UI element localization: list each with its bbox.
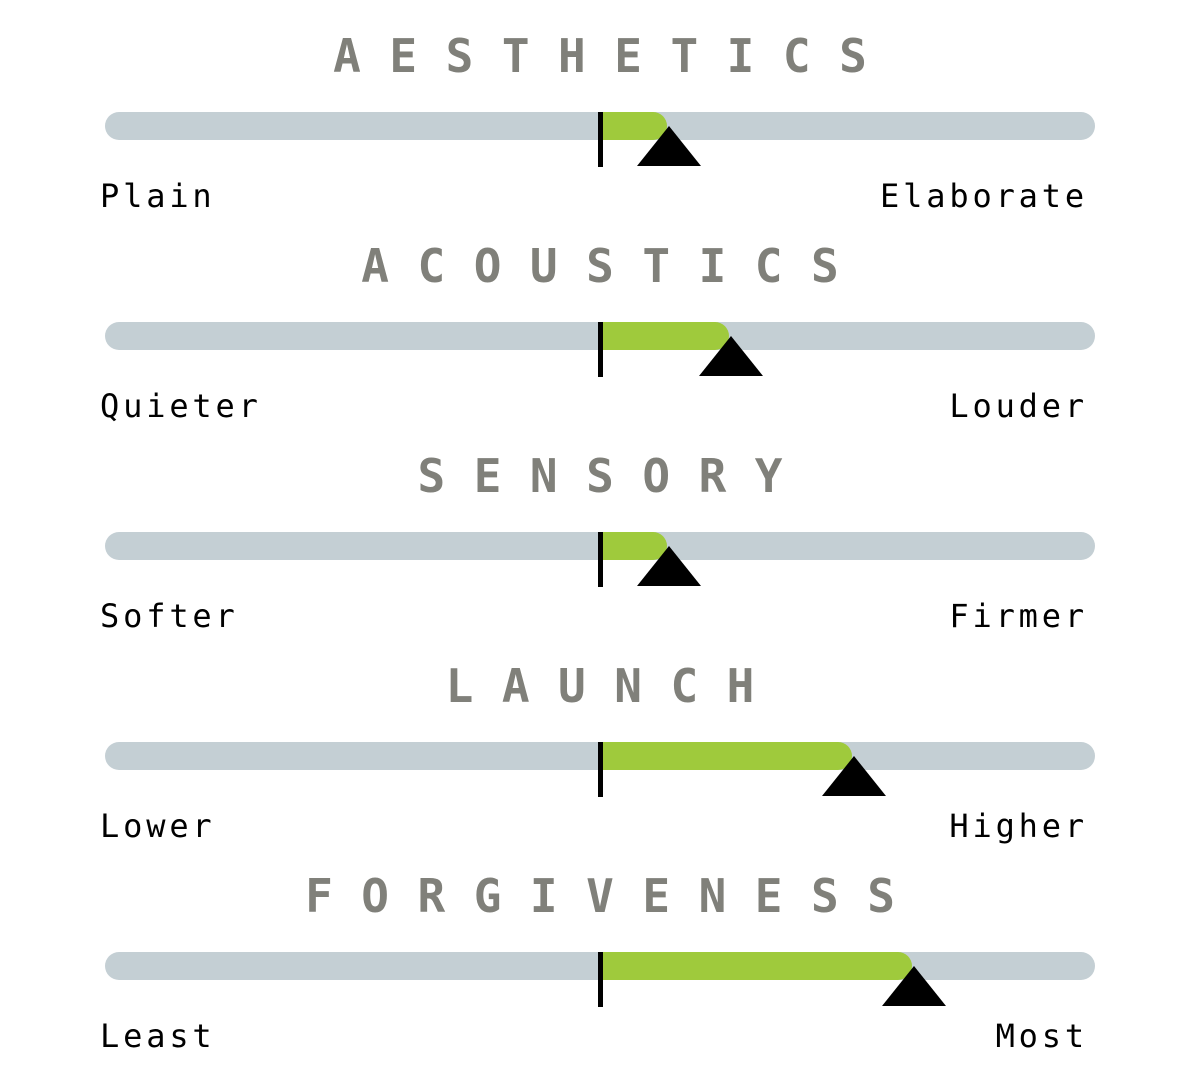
low-label: Quieter (100, 387, 262, 425)
meter-title: LAUNCH (445, 659, 783, 713)
meter-forgiveness: FORGIVENESS Least Most (0, 840, 1200, 1055)
high-label: Higher (949, 807, 1088, 845)
high-label: Louder (949, 387, 1088, 425)
meter-launch: LAUNCH Lower Higher (0, 630, 1200, 845)
pointer-triangle-icon (636, 126, 701, 166)
center-marker (598, 742, 603, 797)
meter-title: AESTHETICS (333, 29, 896, 83)
low-label: Least (100, 1017, 216, 1055)
high-label: Firmer (949, 597, 1088, 635)
meter-title: ACOUSTICS (361, 239, 868, 293)
pointer-triangle-icon (636, 546, 701, 586)
high-label: Most (995, 1017, 1088, 1055)
meter-title: FORGIVENESS (305, 869, 924, 923)
center-marker (598, 112, 603, 167)
pointer-triangle-icon (881, 966, 946, 1006)
meter-fill (600, 742, 853, 770)
pointer-triangle-icon (698, 336, 763, 376)
low-label: Plain (100, 177, 216, 215)
low-label: Lower (100, 807, 216, 845)
meter-acoustics: ACOUSTICS Quieter Louder (0, 210, 1200, 425)
center-marker (598, 322, 603, 377)
meter-sensory: SENSORY Softer Firmer (0, 420, 1200, 635)
low-label: Softer (100, 597, 239, 635)
meter-fill (600, 952, 912, 980)
high-label: Elaborate (880, 177, 1088, 215)
pointer-triangle-icon (822, 756, 887, 796)
center-marker (598, 952, 603, 1007)
meter-aesthetics: AESTHETICS Plain Elaborate (0, 0, 1200, 215)
center-marker (598, 532, 603, 587)
meter-title: SENSORY (417, 449, 812, 503)
